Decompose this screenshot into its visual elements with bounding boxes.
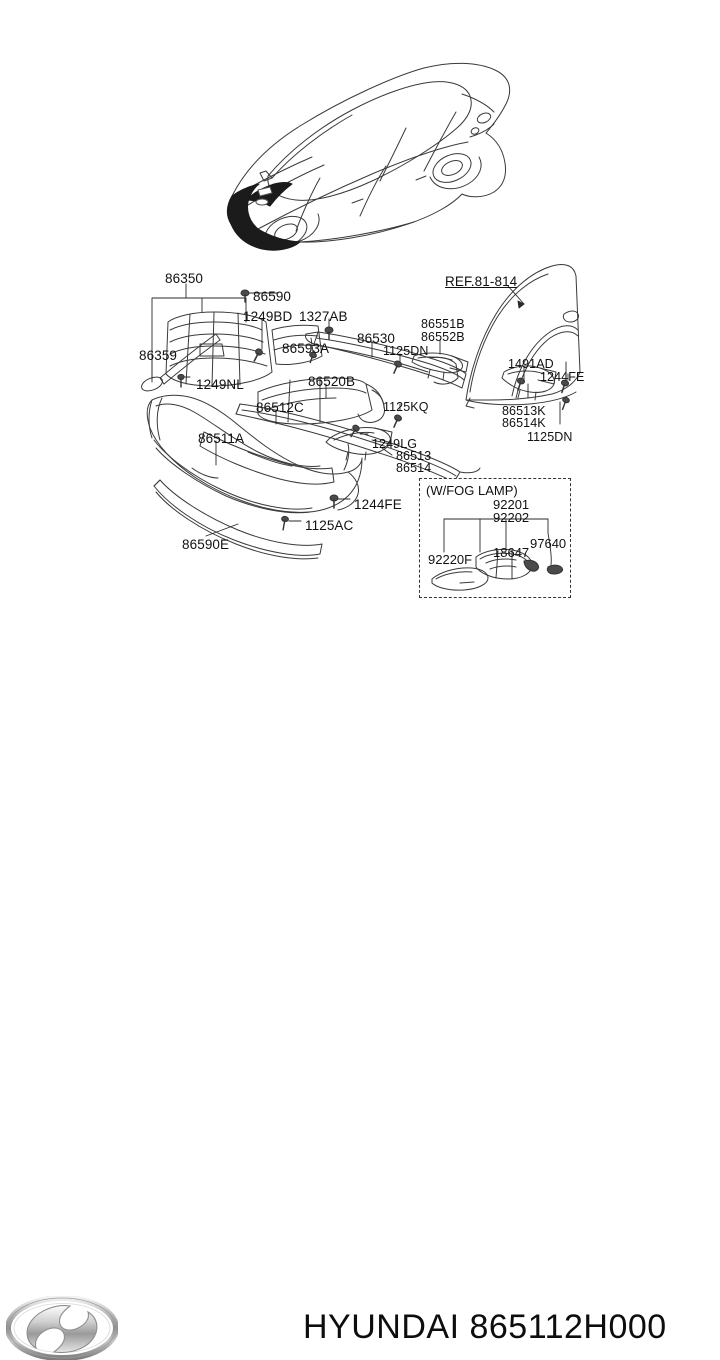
part-86551B-86552B-stays [411, 352, 469, 381]
part-86590E-lower-lip [153, 479, 323, 560]
callout-86520B: 86520B [308, 374, 356, 389]
part-86513-86514-lower-brackets [325, 427, 393, 461]
callout-86512C: 86512C [256, 400, 304, 415]
fasteners [177, 289, 570, 531]
callout-86552B: 86552B [421, 330, 465, 344]
callout-86513K: 86513K [502, 404, 546, 418]
fog-lamp-artwork [431, 518, 563, 591]
callout-86551B: 86551B [421, 317, 465, 331]
part-86520B-lower-grille [257, 377, 385, 425]
callout-1249NL: 1249NL [196, 377, 244, 392]
callout-92220F: 92220F [428, 552, 473, 567]
callout-1125DN: 1125DN [383, 344, 429, 358]
callout-1125AC: 1125AC [305, 518, 354, 533]
fog-lamp-inset: (W/FOG LAMP) 92201 92202 97640 18647 922… [419, 478, 571, 598]
callout-97640: 97640 [530, 536, 567, 551]
callout-86593A: 86593A [282, 341, 330, 356]
callout-92202: 92202 [493, 510, 530, 525]
callout-86590E: 86590E [182, 537, 230, 552]
callout-92201: 92201 [493, 497, 530, 512]
leader-lines [151, 283, 569, 537]
callout-86359: 86359 [139, 348, 178, 363]
part-86350-grille [165, 311, 323, 387]
callout-86530: 86530 [357, 331, 396, 346]
callout-86514K: 86514K [502, 416, 546, 430]
callout-1249LG: 1249LG [372, 437, 418, 451]
callout-86511A: 86511A [198, 431, 245, 446]
fog-lamp-title: (W/FOG LAMP) [426, 483, 518, 498]
callout-1327AB: 1327AB [299, 309, 348, 324]
vehicle-illustration [227, 62, 511, 249]
part-86511A-bumper-cover [146, 394, 363, 514]
footer-brand-and-part-number: HYUNDAI 865112H000 [303, 1308, 667, 1346]
vehicle-bumper-highlight [226, 182, 301, 251]
callout-18647: 18647 [493, 545, 530, 560]
callout-86590: 86590 [253, 289, 292, 304]
parts-diagram-sheet: 86350 86590 1249BD 1327AB 86593A 86530 1… [0, 62, 720, 1360]
callout-1125DN-lower: 1125DN [527, 430, 573, 444]
callout-1244FE-bumper: 1244FE [354, 497, 402, 512]
callout-86350: 86350 [165, 271, 204, 286]
callout-1249BD: 1249BD [243, 309, 293, 324]
part-86359-strip [141, 333, 221, 392]
callout-ref-81-814: REF.81-814 [445, 274, 518, 289]
footer: HYUNDAI 865112H000 [0, 646, 720, 1360]
callout-86513: 86513 [396, 449, 432, 463]
callout-1491AD: 1491AD [508, 357, 554, 371]
part-fender-ref-81-814 [465, 263, 581, 409]
callout-1125KQ: 1125KQ [383, 400, 429, 414]
callout-1244FE-fender: 1244FE [540, 370, 585, 384]
part-86512C-upper-cover [235, 403, 481, 483]
hyundai-logo [6, 1296, 118, 1360]
callout-86514: 86514 [396, 461, 432, 475]
diagram-artwork [141, 62, 581, 560]
